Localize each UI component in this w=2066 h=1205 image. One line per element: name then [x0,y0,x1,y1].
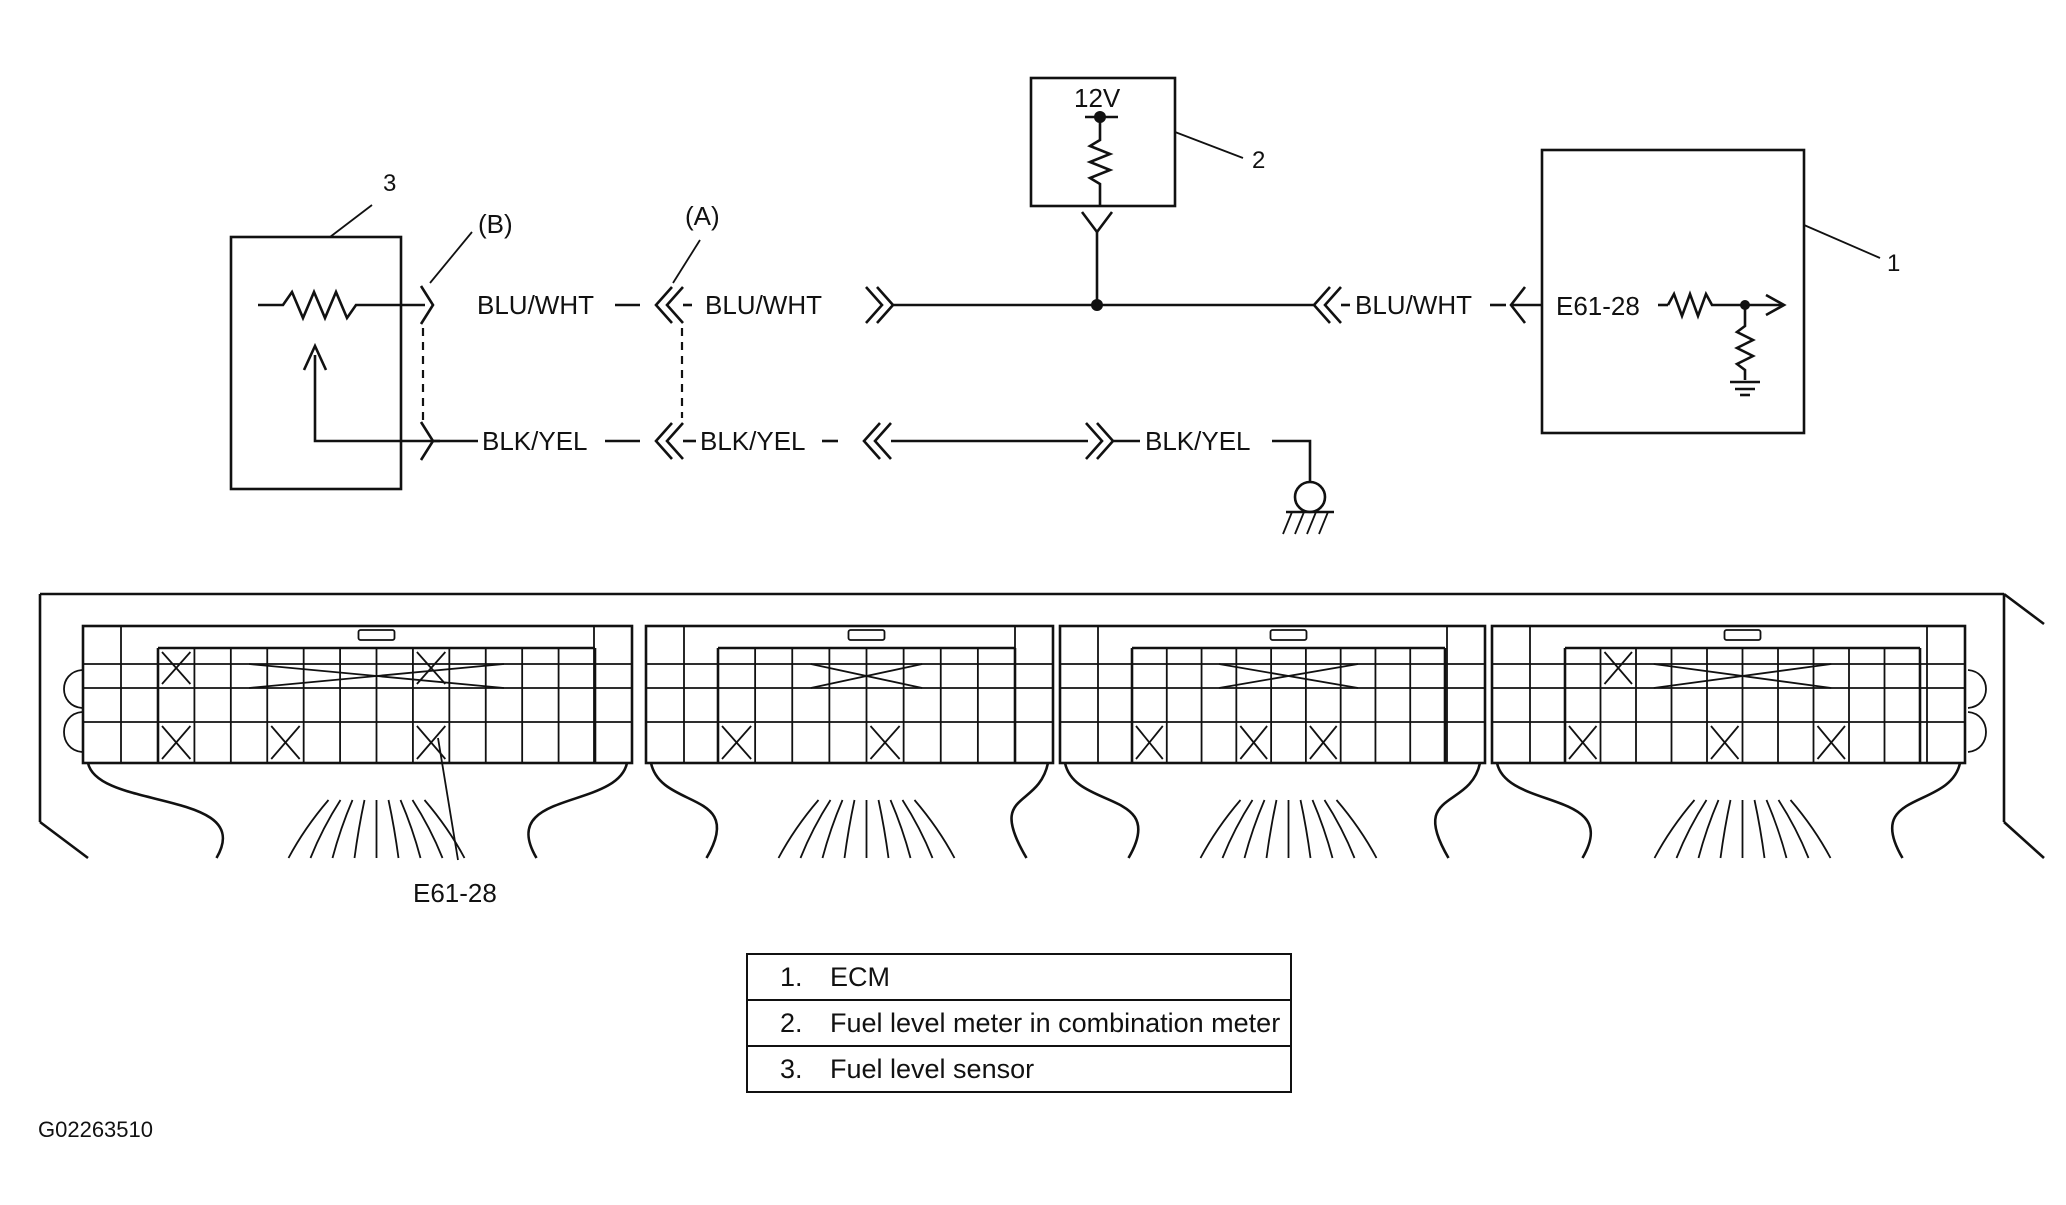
connector-b-label: (B) [478,209,513,239]
legend-row: 1. ECM [745,953,1293,1001]
ref-1-label: 1 [1887,250,1900,277]
inline-connector-ground-2 [1085,422,1104,460]
terminal-callout-label: E61-28 [413,878,497,908]
connector-a-label: (A) [685,201,720,231]
fuel-level-sensor-box [229,235,403,491]
wire-label-ground-2: BLK/YEL [700,426,806,456]
meter-connector [1080,211,1114,235]
wire-label-signal-1: BLU/WHT [477,290,594,320]
fuel-level-meter-box [1029,76,1177,208]
sensor-wiper-line [313,355,440,443]
legend-text: Fuel level meter in combination meter [830,1007,1281,1038]
legend-number: 3. [780,1053,803,1084]
sensor-wiper-arrow [302,342,328,371]
inline-connector-ground-1 [862,422,881,460]
inline-connector-signal-1 [865,286,884,324]
meter-resistor [1086,117,1114,206]
ecm-pulldown-resistor [1734,305,1756,380]
sensor-resistor [258,288,401,322]
wire-label-signal-3: BLU/WHT [1355,290,1472,320]
legend-row: 3. Fuel level sensor [745,1045,1293,1093]
connector-b-top [419,285,435,325]
connector-b-leader [429,231,473,284]
wire-label-signal-2: BLU/WHT [705,290,822,320]
terminal-callout-leader [437,737,459,861]
inline-connector-signal-2 [1312,286,1331,324]
legend-text: Fuel level sensor [830,1053,1035,1084]
ecm-connector-block [1490,624,1967,859]
legend-table: 1. ECM 2. Fuel level meter in combination … [745,953,1293,1093]
legend-row: 2. Fuel level meter in combination meter [745,999,1293,1047]
ecm-connector-panel [38,592,2045,860]
ecm-connector-block [644,624,1055,859]
ref-3-leader [329,204,373,238]
ref-2-label: 2 [1252,147,1265,174]
supply-voltage-label: 12V [1074,83,1121,113]
ecm-connector-block [1058,624,1487,859]
connector-a-leader [672,239,701,284]
ground-point [1293,480,1327,514]
legend-number: 2. [780,1007,803,1038]
wire-label-ground-1: BLK/YEL [482,426,588,456]
ref-2-leader [1174,131,1244,159]
connector-a-bottom [654,422,673,460]
ecm-terminal-label: E61-28 [1556,291,1640,321]
ecm-input-resistor [1666,290,1782,320]
legend-text: ECM [830,961,890,992]
figure-code: G02263510 [38,1117,153,1142]
ecm-box [1540,148,1806,435]
ecm-connector-block [81,624,634,859]
ref-3-label: 3 [383,170,396,197]
legend-number: 1. [780,961,803,992]
wire-label-ground-3: BLK/YEL [1145,426,1251,456]
connector-a-top-left [654,286,673,324]
ref-1-leader [1803,224,1881,259]
